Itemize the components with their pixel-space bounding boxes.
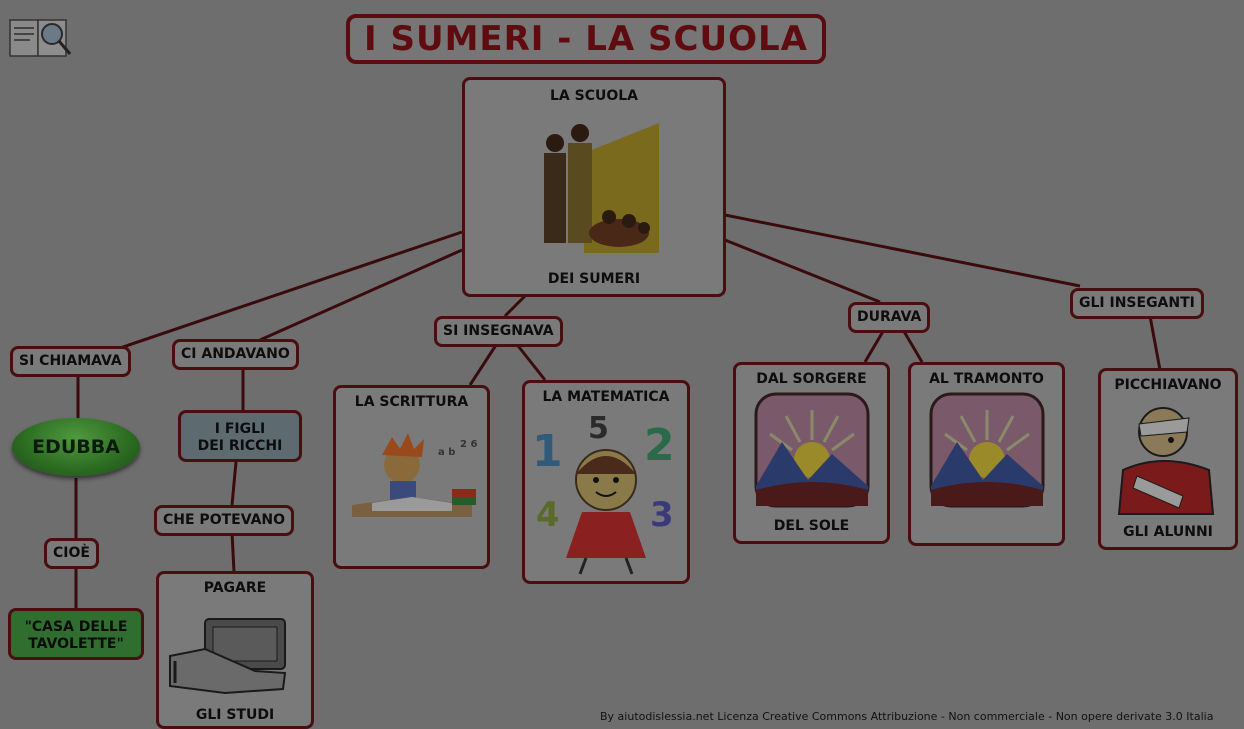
- math-digit: 4: [536, 495, 560, 535]
- picchiavano-label: PICCHIAVANO: [1114, 377, 1222, 393]
- connector: [513, 341, 547, 381]
- node-la-matematica: LA MATEMATICA 1 5 2 4 3: [522, 380, 690, 584]
- connector: [724, 213, 1081, 288]
- figli-line-2: DEI RICCHI: [197, 438, 283, 454]
- math-digit: 5: [588, 411, 609, 446]
- node-si-chiamava: SI CHIAMAVA: [10, 346, 131, 377]
- node-cioe: CIOÈ: [44, 538, 99, 569]
- root-node-la-scuola: LA SCUOLA DEI SUMERI: [462, 77, 726, 297]
- node-la-scrittura: LA SCRITTURA a b 2 6: [333, 385, 490, 569]
- node-ci-andavano: CI ANDAVANO: [172, 339, 299, 370]
- page-title: I SUMERI - LA SCUOLA: [346, 14, 826, 64]
- node-pagare-gli-studi: PAGARE GLI STUDI: [156, 571, 314, 729]
- gli-alunni-label: GLI ALUNNI: [1123, 524, 1213, 540]
- node-gli-inseganti: GLI INSEGANTI: [1070, 288, 1204, 319]
- connector: [259, 248, 463, 342]
- la-matematica-label: LA MATEMATICA: [542, 389, 670, 405]
- connector: [119, 230, 463, 350]
- math-digit: 2: [644, 420, 675, 471]
- node-dal-sorgere-del-sole: DAL SORGERE DEL SOLE: [733, 362, 890, 544]
- root-top-label: LA SCUOLA: [549, 88, 638, 104]
- connector: [230, 461, 238, 506]
- connector: [900, 327, 924, 363]
- connector: [863, 327, 887, 363]
- sumerian-school-illustration: [544, 123, 659, 253]
- math-digit: 3: [650, 495, 674, 535]
- node-che-potevano: CHE POTEVANO: [154, 505, 295, 536]
- connector: [230, 531, 236, 573]
- del-sole-label: DEL SOLE: [773, 518, 850, 534]
- license-credit: By aiutodislessia.net Licenza Creative C…: [600, 710, 1214, 723]
- connector: [1148, 315, 1162, 371]
- node-picchiavano-gli-alunni: PICCHIAVANO GLI ALUNNI: [1098, 368, 1238, 550]
- figli-line-1: I FIGLI: [214, 421, 266, 437]
- connector: [503, 294, 527, 318]
- casa-line-2: TAVOLETTE": [28, 636, 124, 652]
- injured-student-illustration: [1117, 407, 1215, 515]
- node-i-figli-dei-ricchi: I FIGLI DEI RICCHI: [178, 410, 302, 462]
- la-scrittura-label: LA SCRITTURA: [354, 394, 469, 410]
- math-digit: 1: [532, 426, 563, 477]
- node-casa-delle-tavolette: "CASA DELLE TAVOLETTE": [8, 608, 144, 660]
- node-edubba: EDUBBA: [12, 418, 140, 476]
- root-bottom-label: DEI SUMERI: [547, 271, 641, 287]
- al-tramonto-label: AL TRAMONTO: [929, 371, 1044, 387]
- sunset-illustration: [929, 392, 1044, 508]
- svg-text:a b: a b: [438, 447, 455, 458]
- node-si-insegnava: SI INSEGNAVA: [434, 316, 563, 347]
- connector: [468, 341, 500, 386]
- sunrise-illustration: [754, 392, 869, 508]
- node-durava: DURAVA: [848, 302, 931, 333]
- child-writing-illustration: a b 2 6: [351, 433, 477, 517]
- node-al-tramonto: AL TRAMONTO: [908, 362, 1065, 546]
- girl-numbers-illustration: 1 5 2 4 3: [532, 411, 675, 575]
- dal-sorgere-label: DAL SORGERE: [756, 371, 867, 387]
- casa-line-1: "CASA DELLE: [24, 619, 128, 635]
- pagare-label: PAGARE: [203, 580, 267, 596]
- svg-text:2 6: 2 6: [460, 439, 477, 450]
- gli-studi-label: GLI STUDI: [195, 707, 275, 723]
- money-hand-illustration: [169, 618, 287, 695]
- book-magnifier-icon[interactable]: [8, 14, 74, 62]
- connector: [724, 238, 881, 304]
